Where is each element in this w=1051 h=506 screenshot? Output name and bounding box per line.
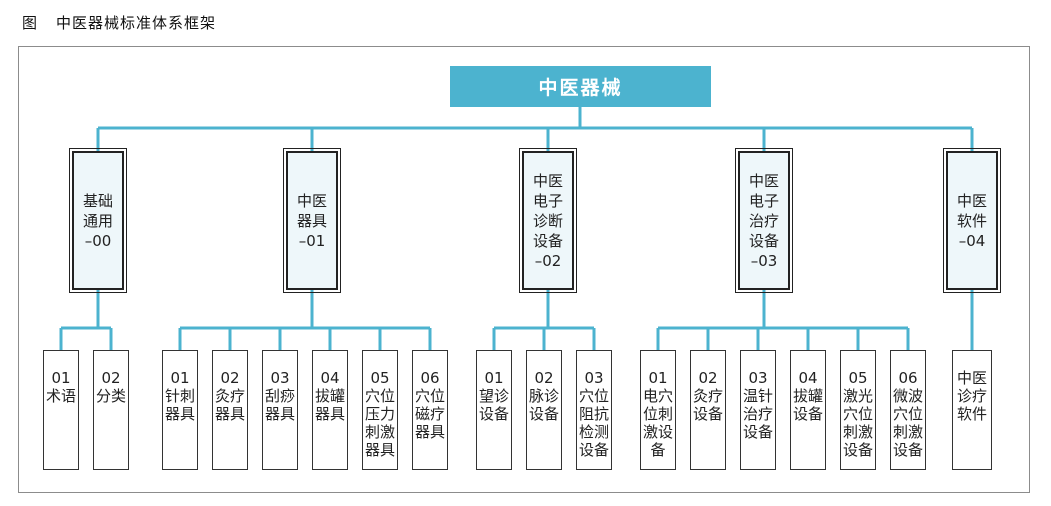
leaf-box: 05 激光 穴位 刺激 设备 [840,350,876,470]
leaf-label: 04 拔罐 器具 [314,369,345,423]
leaf-label: 05 激光 穴位 刺激 设备 [842,369,873,459]
root-node: 中医器械 [450,66,711,107]
leaf-label: 02 灸疗 设备 [692,369,723,423]
leaf-box: 03 刮痧 器具 [262,350,298,470]
leaf-label: 01 术语 [45,369,76,405]
leaf-box: 01 电穴 位刺 激设 备 [640,350,676,470]
category-tcm-instruments: 中医 器具 –01 [283,148,341,293]
leaf-label: 02 脉诊 设备 [528,369,559,423]
leaf-box: 01 针刺 器具 [162,350,198,470]
leaf-label: 03 穴位 阻抗 检测 设备 [578,369,609,459]
leaf-box: 中医 诊疗 软件 [952,350,992,470]
diagram-frame [18,46,1030,493]
category-label: 中医 器具 –01 [296,191,327,250]
leaf-box: 02 脉诊 设备 [526,350,562,470]
leaf-box: 01 望诊 设备 [476,350,512,470]
figure-label: 图 [22,14,39,32]
leaf-label: 03 温针 治疗 设备 [742,369,773,441]
category-label: 中医 电子 诊断 设备 –02 [532,171,563,270]
category-basic-general: 基础 通用 –00 [69,148,127,293]
leaf-label: 中医 诊疗 软件 [956,369,987,423]
category-electronic-diagnosis: 中医 电子 诊断 设备 –02 [519,148,577,293]
leaf-box: 06 微波 穴位 刺激 设备 [890,350,926,470]
root-label: 中医器械 [538,77,623,99]
figure-caption: 图中医器械标准体系框架 [22,12,216,33]
leaf-box: 03 温针 治疗 设备 [740,350,776,470]
category-tcm-software: 中医 软件 –04 [943,148,1001,293]
leaf-label: 04 拔罐 设备 [792,369,823,423]
leaf-label: 02 灸疗 器具 [214,369,245,423]
category-label: 基础 通用 –00 [82,191,113,250]
leaf-box: 02 灸疗 器具 [212,350,248,470]
leaf-label: 05 穴位 压力 刺激 器具 [364,369,395,459]
leaf-box: 02 分类 [93,350,129,470]
category-label: 中医 电子 治疗 设备 –03 [748,171,779,270]
leaf-label: 03 刮痧 器具 [264,369,295,423]
leaf-box: 02 灸疗 设备 [690,350,726,470]
leaf-box: 05 穴位 压力 刺激 器具 [362,350,398,470]
leaf-label: 01 电穴 位刺 激设 备 [642,369,673,459]
leaf-box: 06 穴位 磁疗 器具 [412,350,448,470]
leaf-label: 06 穴位 磁疗 器具 [414,369,445,441]
category-electronic-therapy: 中医 电子 治疗 设备 –03 [735,148,793,293]
leaf-label: 01 望诊 设备 [478,369,509,423]
leaf-box: 01 术语 [43,350,79,470]
leaf-box: 03 穴位 阻抗 检测 设备 [576,350,612,470]
figure-title: 中医器械标准体系框架 [56,14,217,32]
leaf-label: 06 微波 穴位 刺激 设备 [892,369,923,459]
leaf-box: 04 拔罐 设备 [790,350,826,470]
leaf-label: 01 针刺 器具 [164,369,195,423]
leaf-box: 04 拔罐 器具 [312,350,348,470]
category-label: 中医 软件 –04 [956,191,987,250]
leaf-label: 02 分类 [95,369,126,405]
